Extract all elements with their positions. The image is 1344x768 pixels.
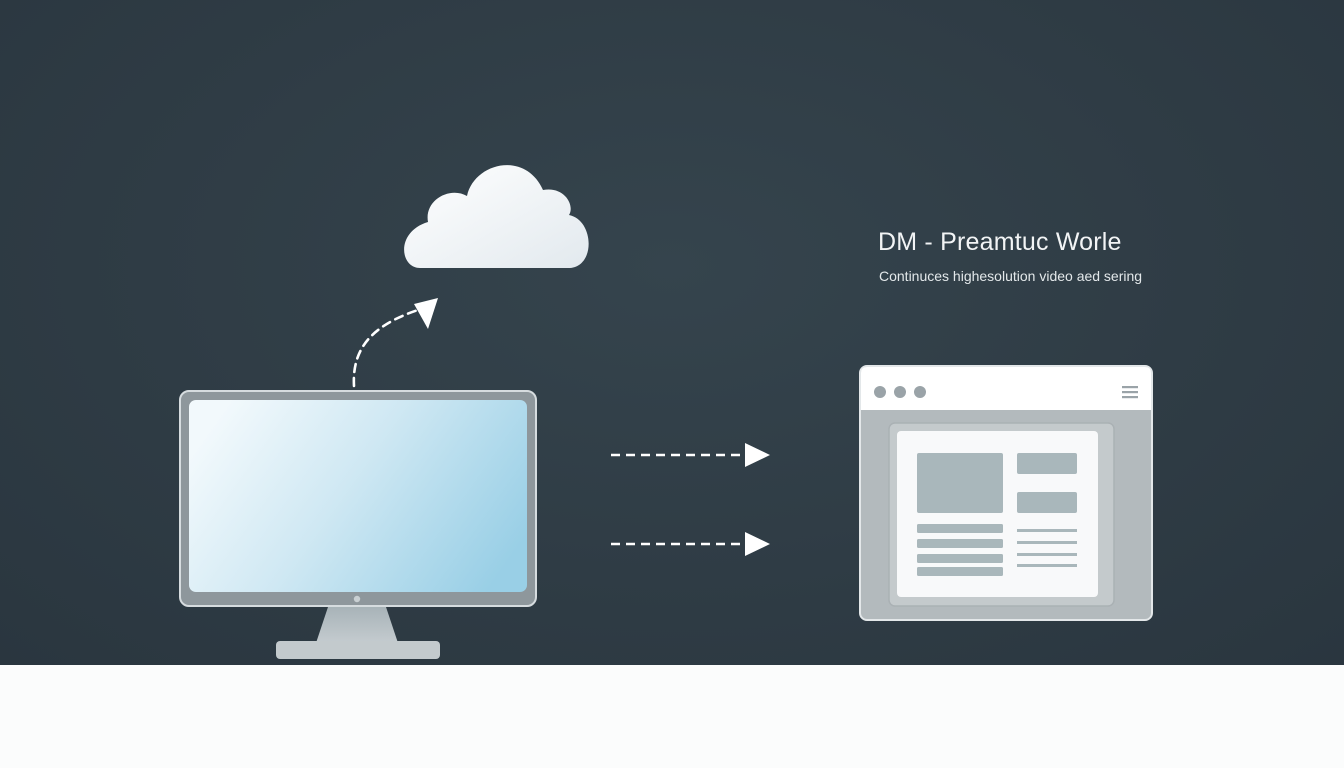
diagram-title: DM - Preamtuc Worle — [878, 228, 1122, 256]
curved-dashed-arrow-icon — [352, 298, 438, 388]
window-control-dots-icon — [874, 386, 926, 398]
diagram-subtitle: Continuces highesolution video aed serin… — [879, 268, 1143, 284]
hamburger-menu-icon — [1122, 386, 1138, 399]
cloud-icon — [404, 165, 589, 268]
dashed-right-arrow-icon — [611, 443, 770, 467]
dashed-right-arrow-icon — [611, 532, 770, 556]
floor-band — [0, 665, 1344, 768]
page-layout-blocks — [917, 453, 1077, 576]
desktop-monitor-icon — [179, 390, 537, 659]
browser-window-icon — [859, 365, 1153, 621]
